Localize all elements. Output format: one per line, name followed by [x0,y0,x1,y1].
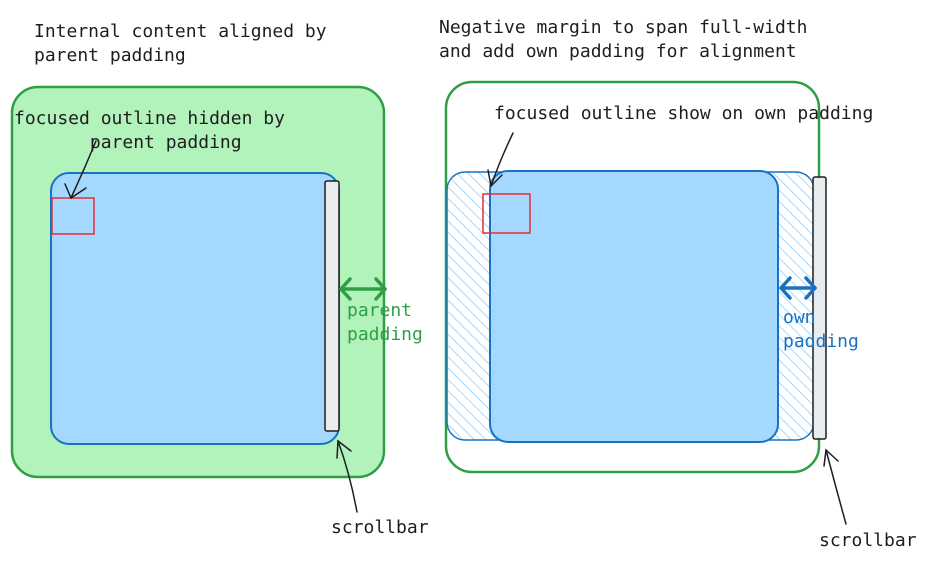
right-outline-note: focused outline show on own padding [494,103,874,124]
scrollbar [812,176,827,440]
scrollbar-pointer-arrow [823,448,847,525]
right-heading: Negative margin to span full-width and a… [439,17,808,62]
right-scrollbar-label: scrollbar [819,530,917,551]
own-padding-arrow [779,276,817,300]
content-area [489,170,779,443]
own-padding-label: own padding [783,307,859,352]
left-outline-note: focused outline hidden by parent padding [14,108,285,153]
outline-note-arrow [64,140,97,200]
left-scrollbar-label: scrollbar [331,517,429,538]
left-heading: Internal content aligned by parent paddi… [34,21,327,66]
parent-padding-label: parent padding [347,300,423,345]
scrollbar-pointer-arrow [336,439,358,513]
parent-padding-arrow [339,277,387,301]
scrollbar [324,180,340,432]
focused-outline-box [482,193,531,234]
focused-outline-box [51,197,95,235]
outline-note-arrow [487,132,514,188]
